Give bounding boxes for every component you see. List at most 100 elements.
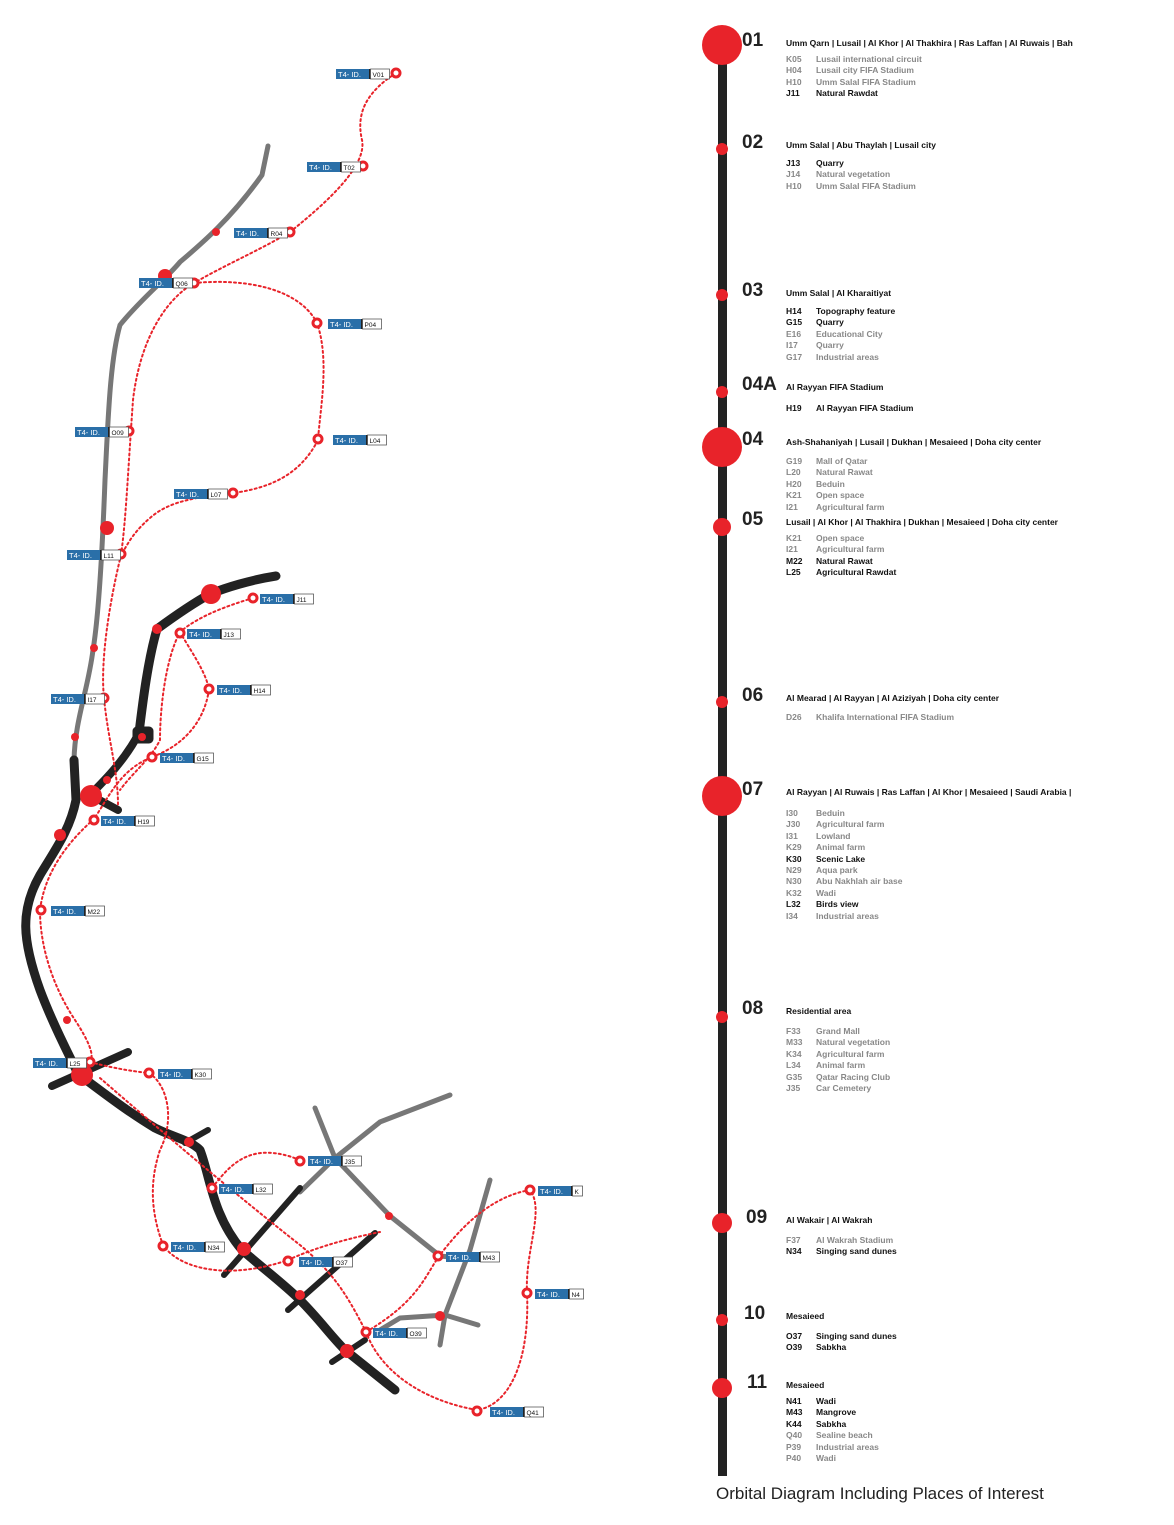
poi-name: Educational City [816,328,883,339]
poi-name: Mall of Qatar [816,456,868,466]
map-label-code: O09 [112,430,125,437]
poi-name: Singing sand dunes [816,1331,897,1341]
map-label-l07: T4- ID.L07 [174,488,228,500]
map-label-q06: T4- ID.Q06 [139,277,193,289]
map-label-code: M22 [88,909,101,916]
map-label-code: Q41 [527,1410,540,1417]
map-label-k30: T4- ID.K30 [158,1068,212,1080]
poi-code: H04 [786,65,802,76]
map-label-h19: T4- ID.H19 [101,815,155,827]
map-label-prefix: T4- ID. [310,1157,333,1166]
map-label-prefix: T4- ID. [162,754,185,763]
poi-name: Khalifa International FIFA Stadium [816,712,955,722]
poi-name: Umm Salal FIFA Stadium [816,76,916,87]
poi-name: Singing sand dunes [816,1246,897,1257]
poi-name: Natural vegetation [816,169,891,180]
map-label-code: L32 [256,1187,267,1194]
map-label-code: G15 [197,756,210,763]
map-label-code: N34 [208,1245,220,1252]
poi-item: I30 Beduin [786,808,845,819]
poi-name: Industrial areas [816,351,879,362]
stop-places: Al Wakair | Al Wakrah [786,1215,873,1225]
poi-name: Beduin [816,808,845,818]
poi-item: M43 Mangrove [786,1407,856,1418]
map-label-code: J35 [345,1159,356,1166]
poi-code: K21 [786,533,802,543]
map-label-code: L04 [370,438,381,445]
map-label-code: O39 [410,1331,423,1338]
poi-code: K29 [786,842,802,853]
map-label-j13: T4- ID.J13 [187,628,241,640]
stop-places: Al Mearad | Al Rayyan | Al Aziziyah | Do… [786,693,1000,703]
poi-item: H04 Lusail city FIFA Stadium [786,65,914,76]
poi-code: O39 [786,1342,803,1353]
map-label-g15: T4- ID. G15 [160,752,214,764]
stop-places: Lusail | Al Khor | Al Thakhira | Dukhan … [786,517,1058,527]
poi-code: L20 [786,467,801,478]
map-label-n34: T4- ID. N34 [171,1241,225,1253]
map-label-prefix: T4- ID. [540,1187,563,1196]
poi-name: Wadi [816,1396,836,1406]
map-label-prefix: T4- ID. [448,1253,471,1262]
poi-name: Mangrove [816,1407,857,1418]
map-label-prefix: T4- ID. [335,436,358,445]
map-label-prefix: T4- ID. [330,320,353,329]
map-label-o37: T4- ID.O37 [299,1256,353,1268]
poi-name: Lusail city FIFA Stadium [816,65,914,76]
poi-name: Agricultural farm [816,501,885,512]
poi-name: Industrial areas [816,1441,879,1452]
poi-name: Topography feature [816,306,896,316]
poi-name: Agricultural Rawdat [816,567,897,578]
stop-places: Umm Salal | Abu Thaylah | Lusail city [786,140,936,150]
map-label-prefix: T4- ID. [309,163,332,172]
poi-markers [35,67,536,1417]
map-label-prefix: T4- ID. [173,1243,196,1252]
stop-number: 11 [747,1372,768,1393]
poi-code: H10 [786,180,802,191]
poi-name: Abu Nakhlah air base [816,876,903,887]
poi-name: Al Wakrah Stadium [816,1235,894,1245]
map-label-code: Q06 [176,281,189,288]
poi-code: P39 [786,1441,802,1452]
map-label-code: L11 [104,553,115,560]
poi-code: L34 [786,1060,801,1071]
poi-code: N30 [786,876,802,887]
hub-circles [71,584,354,1358]
poi-name: Al Rayyan FIFA Stadium [816,403,914,413]
map-label-prefix: T4- ID. [492,1408,515,1417]
poi-code: I30 [786,808,798,818]
map-label-v01: T4- ID.V01 [336,68,390,80]
poi-name: Sabkha [816,1342,847,1353]
junction-dots [54,228,445,1321]
stop-places: Al Rayyan | Al Ruwais | Ras Laffan | Al … [786,787,1072,797]
stop-places: Ash-Shahaniyah | Lusail | Dukhan | Mesai… [786,437,1042,447]
poi-name: Car Cemetery [816,1083,872,1093]
poi-code: I21 [786,544,798,555]
map-label-m43: T4- ID.M43 [446,1251,500,1263]
map-label-l32: T4- ID.L32 [219,1183,273,1195]
map-label-code: K30 [195,1072,207,1079]
poi-name: Lowland [816,830,851,841]
poi-code: M43 [786,1407,803,1418]
poi-code: D26 [786,712,802,722]
map-label-code: T02 [344,165,356,172]
poi-code: I21 [786,501,798,512]
map-label-code: J13 [224,632,235,639]
